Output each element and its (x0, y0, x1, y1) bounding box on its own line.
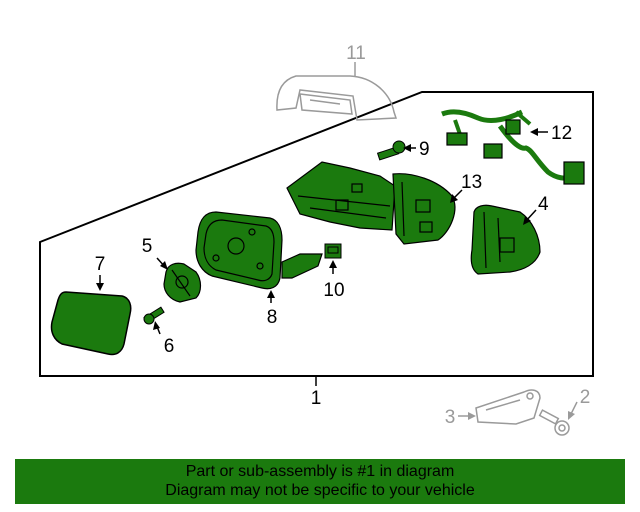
part-11-mirror-cap[interactable] (276, 75, 398, 121)
arrowhead-13 (450, 194, 458, 203)
part-3-bracket[interactable] (475, 389, 541, 425)
callout-8: 8 (267, 307, 278, 328)
arrowhead-5 (160, 261, 168, 270)
arrowhead-3 (468, 412, 476, 420)
part-7-mirror-glass[interactable] (50, 291, 132, 356)
callout-9: 9 (419, 139, 430, 160)
callout-6: 6 (164, 336, 175, 357)
mirror-exploded-diagram: 11 12 9 13 4 (39, 43, 594, 436)
callout-13: 13 (461, 172, 482, 193)
part-4-lamp[interactable] (470, 204, 541, 275)
part-2-bolt[interactable] (538, 409, 570, 436)
arrowhead-2 (568, 411, 575, 420)
callout-12: 12 (551, 123, 572, 144)
diagram-notice-banner: Part or sub-assembly is #1 in diagram Di… (15, 459, 625, 504)
callout-4: 4 (538, 194, 549, 215)
callout-2: 2 (580, 387, 591, 408)
arrowhead-10 (329, 260, 337, 268)
arrowhead-4 (523, 216, 531, 225)
part-6-screw[interactable] (143, 306, 165, 325)
notice-line-2: Diagram may not be specific to your vehi… (165, 482, 475, 499)
callout-3: 3 (445, 407, 456, 428)
callout-1: 1 (311, 388, 322, 409)
part-10-clip[interactable] (324, 243, 342, 259)
callout-11: 11 (346, 43, 366, 64)
part-5-motor[interactable] (163, 262, 202, 303)
part-9-screw[interactable] (376, 140, 406, 161)
callout-10: 10 (323, 280, 344, 301)
arrowhead-7 (96, 283, 104, 291)
callout-7: 7 (95, 254, 106, 275)
part-8-backing-plate[interactable] (195, 211, 323, 290)
part-12-wiring-harness[interactable] (441, 109, 585, 185)
assembly-boundary (39, 91, 594, 377)
arrowhead-12 (530, 128, 538, 136)
arrowhead-9 (403, 144, 411, 152)
arrowhead-6 (153, 321, 160, 330)
arrowhead-8 (267, 290, 275, 298)
part-13-mirror-base[interactable] (286, 161, 456, 245)
notice-line-1: Part or sub-assembly is #1 in diagram (185, 463, 455, 480)
callout-5: 5 (142, 236, 153, 257)
